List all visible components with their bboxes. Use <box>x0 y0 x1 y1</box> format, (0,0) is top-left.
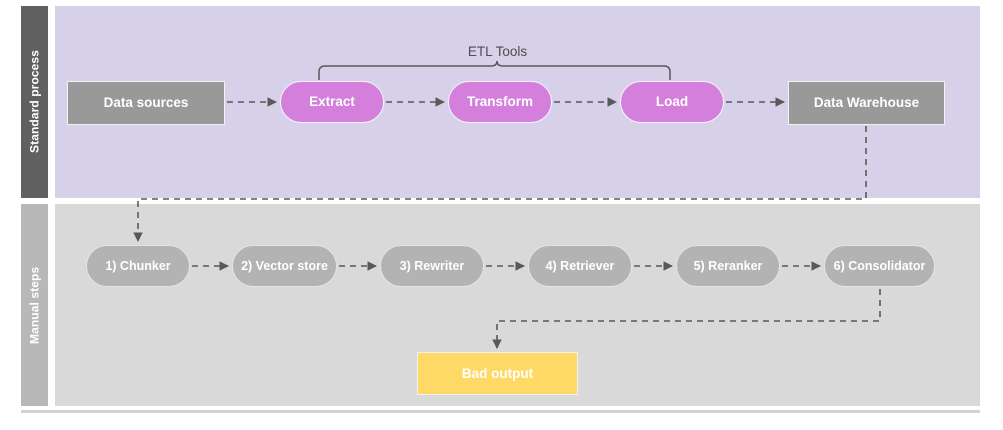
etl-tools-label: ETL Tools <box>467 44 528 59</box>
node-extract[interactable]: Extract <box>280 81 384 123</box>
node-reranker[interactable]: 5) Reranker <box>676 245 780 287</box>
node-bad-output[interactable]: Bad output <box>417 352 578 395</box>
node-chunker[interactable]: 1) Chunker <box>86 245 190 287</box>
node-rewriter[interactable]: 3) Rewriter <box>380 245 484 287</box>
node-transform[interactable]: Transform <box>448 81 552 123</box>
node-vector-store[interactable]: 2) Vector store <box>232 245 337 287</box>
footer-divider <box>21 410 980 413</box>
node-retriever[interactable]: 4) Retriever <box>528 245 632 287</box>
node-consolidator[interactable]: 6) Consolidator <box>824 245 935 287</box>
node-load[interactable]: Load <box>620 81 724 123</box>
node-data-warehouse[interactable]: Data Warehouse <box>788 81 945 125</box>
lane-label-standard-process: Standard process <box>21 6 48 198</box>
lane-label-manual-steps: Manual steps <box>21 204 48 406</box>
node-data-sources[interactable]: Data sources <box>67 81 225 125</box>
